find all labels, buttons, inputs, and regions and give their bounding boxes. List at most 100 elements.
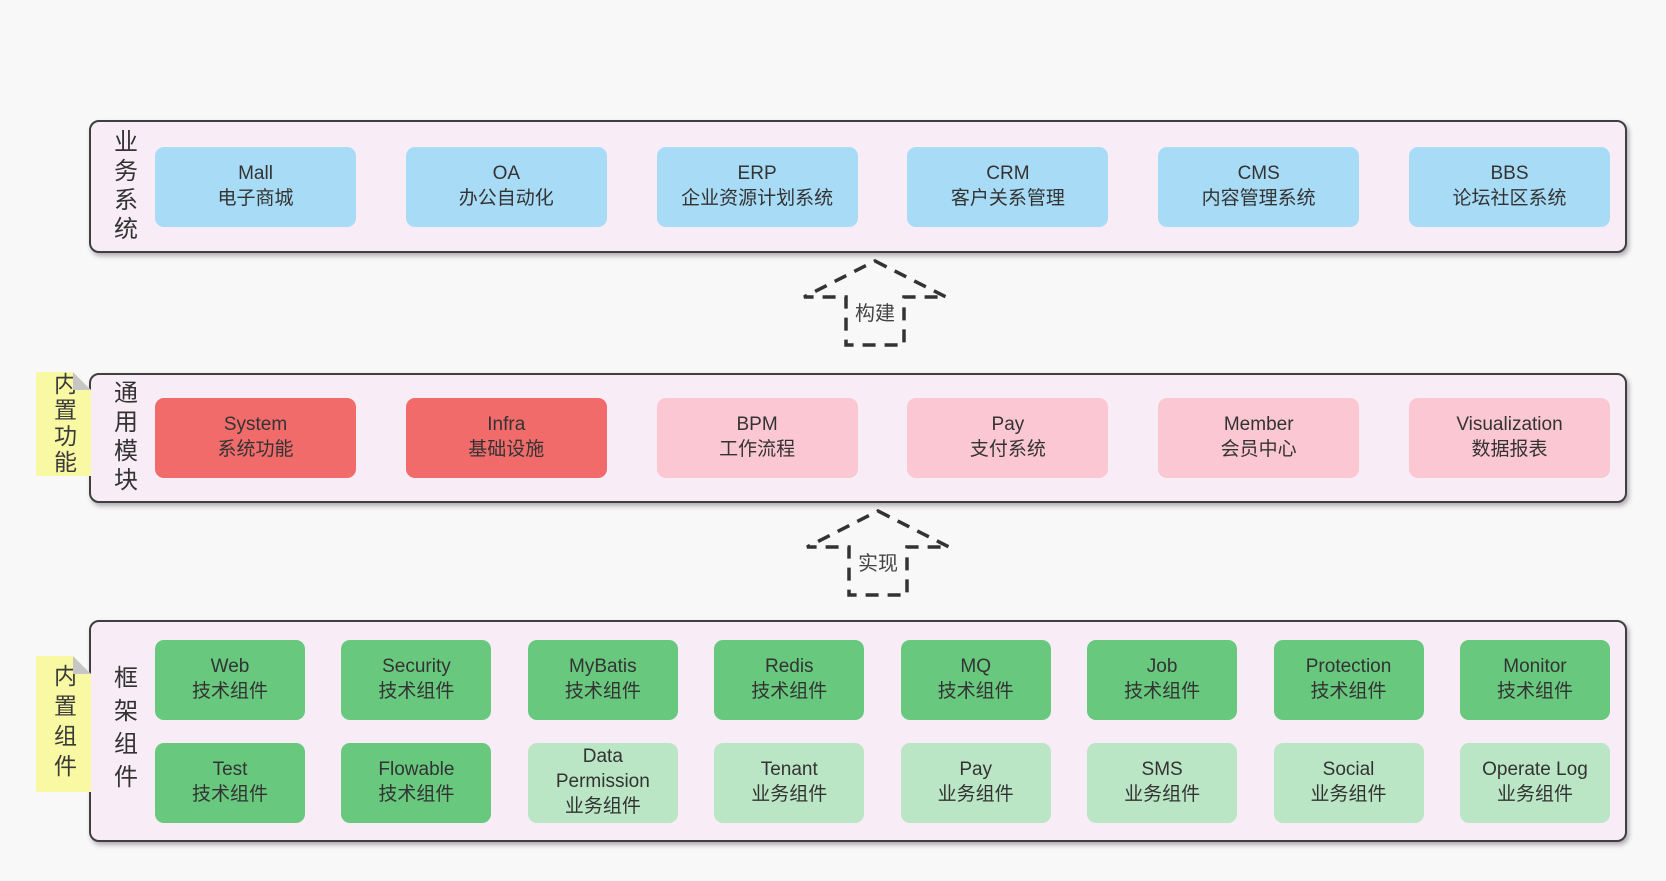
box-desc: 业务组件 (564, 795, 641, 817)
box-infra: Infra 基础设施 (405, 398, 607, 478)
box-name: CRM (986, 162, 1030, 184)
box-mq: MQ 技术组件 (900, 639, 1051, 720)
box-test: Test 技术组件 (155, 742, 305, 823)
box-name: Infra (487, 414, 526, 436)
module-boxes: System 系统功能 Infra 基础设施 BPM 工作流程 Pay 支付系统… (155, 375, 1625, 501)
box-name: Pay (991, 414, 1025, 436)
box-cms: CMS 内容管理系统 (1158, 146, 1360, 227)
box-desc: 业务组件 (1496, 783, 1573, 805)
section-business-systems: 业务系统 Mall 电子商城 OA 办公自动化 ERP 企业资源计划系统 CRM… (89, 120, 1627, 253)
business-boxes: Mall 电子商城 OA 办公自动化 ERP 企业资源计划系统 CRM 客户关系… (155, 122, 1625, 251)
box-desc: 业务组件 (751, 783, 828, 805)
box-desc: 系统功能 (217, 439, 294, 460)
folded-corner-icon (73, 372, 91, 390)
box-mall: Mall 电子商城 (155, 146, 356, 227)
box-name: Tenant (760, 758, 818, 780)
box-visualization: Visualization 数据报表 (1408, 398, 1610, 478)
folded-corner-icon (73, 656, 91, 674)
box-desc: 技术组件 (378, 783, 455, 805)
box-pay-biz: Pay 业务组件 (900, 742, 1051, 823)
box-name: Social (1322, 758, 1375, 780)
box-name: Test (212, 758, 248, 780)
box-name: Pay (959, 758, 993, 780)
box-desc: 技术组件 (191, 680, 268, 702)
box-erp: ERP 企业资源计划系统 (656, 146, 858, 227)
box-name: Data Permission (555, 746, 650, 793)
implement-arrow-label: 实现 (854, 547, 902, 576)
box-flowable: Flowable 技术组件 (341, 742, 492, 823)
box-mybatis: MyBatis 技术组件 (527, 639, 678, 720)
box-name: Mall (238, 162, 273, 184)
box-name: Security (382, 655, 451, 677)
box-desc: 电子商城 (217, 187, 294, 209)
box-data-permission: Data Permission 业务组件 (527, 742, 678, 823)
box-desc: 客户关系管理 (950, 187, 1065, 209)
box-name: Visualization (1456, 414, 1563, 436)
box-name: ERP (737, 162, 777, 184)
box-desc: 技术组件 (1124, 680, 1201, 702)
box-name: Job (1146, 655, 1178, 677)
box-desc: 技术组件 (378, 680, 455, 702)
box-oa: OA 办公自动化 (405, 146, 607, 227)
box-protection: Protection 技术组件 (1273, 639, 1424, 720)
box-desc: 技术组件 (191, 783, 268, 805)
box-desc: 会员中心 (1220, 439, 1297, 460)
box-desc: 论坛社区系统 (1452, 187, 1567, 209)
box-sms: SMS 业务组件 (1087, 742, 1238, 823)
box-redis: Redis 技术组件 (714, 639, 865, 720)
up-arrow-icon (806, 509, 950, 597)
box-name: MyBatis (569, 655, 637, 677)
box-web: Web 技术组件 (155, 639, 305, 720)
box-name: SMS (1141, 758, 1183, 780)
box-name: Flowable (378, 758, 455, 780)
box-social: Social 业务组件 (1273, 742, 1424, 823)
box-desc: 数据报表 (1471, 439, 1548, 460)
component-boxes: Web 技术组件 Security 技术组件 MyBatis 技术组件 Redi… (155, 622, 1625, 840)
box-name: BPM (736, 414, 778, 436)
implement-arrow: 实现 (803, 507, 953, 599)
box-desc: 技术组件 (937, 680, 1014, 702)
box-desc: 技术组件 (564, 680, 641, 702)
box-pay: Pay 支付系统 (907, 398, 1109, 478)
box-bpm: BPM 工作流程 (656, 398, 858, 478)
box-tenant: Tenant 业务组件 (714, 742, 865, 823)
sticky-note-built-in-components: 内置组件 (36, 656, 91, 792)
box-desc: 技术组件 (1310, 680, 1387, 702)
box-desc: 工作流程 (719, 439, 796, 460)
box-name: CMS (1237, 162, 1280, 184)
box-name: Member (1223, 414, 1294, 436)
box-name: Operate Log (1482, 758, 1588, 780)
box-member: Member 会员中心 (1158, 398, 1360, 478)
section-label-modules: 通用模块 (109, 380, 137, 496)
section-label-business: 业务系统 (109, 128, 137, 245)
box-desc: 技术组件 (751, 680, 828, 702)
box-operate-log: Operate Log 业务组件 (1459, 742, 1610, 823)
box-desc: 企业资源计划系统 (681, 187, 834, 209)
box-monitor: Monitor 技术组件 (1459, 639, 1610, 720)
box-name: BBS (1490, 162, 1529, 184)
box-desc: 办公自动化 (458, 187, 554, 209)
box-desc: 业务组件 (1310, 783, 1387, 805)
section-framework-components: 内置组件 框架组件 Web 技术组件 Security 技术组件 MyBatis… (89, 620, 1627, 842)
box-desc: 业务组件 (1124, 783, 1201, 805)
box-name: OA (492, 162, 521, 184)
box-system: System 系统功能 (155, 398, 356, 478)
box-crm: CRM 客户关系管理 (907, 146, 1109, 227)
sticky-note-label: 内置组件 (50, 664, 77, 784)
box-name: MQ (960, 655, 991, 677)
build-arrow-label: 构建 (851, 297, 899, 326)
box-name: System (223, 414, 288, 436)
box-job: Job 技术组件 (1087, 639, 1238, 720)
sticky-note-built-in-features: 内置功能 (36, 372, 91, 476)
box-desc: 业务组件 (937, 783, 1014, 805)
up-arrow-icon (803, 259, 947, 347)
box-desc: 内容管理系统 (1201, 187, 1316, 209)
box-desc: 基础设施 (468, 439, 545, 460)
section-label-components: 框架组件 (109, 665, 137, 797)
sticky-note-label: 内置功能 (50, 372, 77, 476)
section-common-modules: 内置功能 通用模块 System 系统功能 Infra 基础设施 BPM 工作流… (89, 373, 1627, 503)
box-desc: 支付系统 (969, 439, 1046, 460)
box-name: Protection (1305, 655, 1392, 677)
box-bbs: BBS 论坛社区系统 (1408, 146, 1610, 227)
